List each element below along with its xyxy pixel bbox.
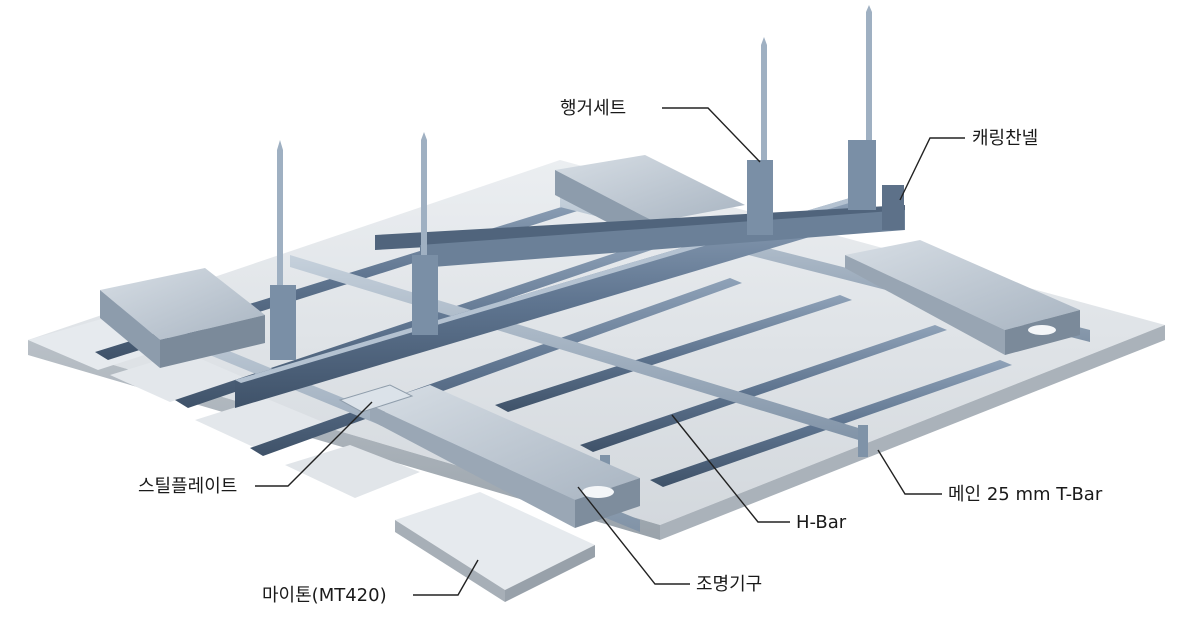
leader-lines	[255, 107, 965, 596]
leader-hanger-set	[662, 107, 761, 163]
hangers	[270, 5, 904, 360]
hanger-rod	[270, 140, 296, 360]
leader-main-tbar	[877, 449, 942, 495]
light-fixture-top	[555, 155, 745, 222]
label-light-fixture: 조명기구	[696, 574, 762, 595]
leader-carrying-channel	[899, 137, 965, 201]
label-carrying-channel: 캐링찬넬	[972, 128, 1038, 149]
light-fixture-top	[845, 240, 1080, 330]
light-fixture-lamp	[1028, 325, 1056, 335]
carrying-channel	[235, 195, 860, 408]
light-fixture-side	[100, 290, 160, 368]
callout-labels: 행거세트 캐링찬넬 스틸플레이트 메인 25 mm T-Bar H-Bar 마이…	[138, 98, 1103, 606]
label-h-bar: H-Bar	[796, 512, 847, 533]
hanger-rod	[848, 5, 904, 230]
board-front-edge-right	[660, 325, 1165, 540]
carrying-channel	[420, 210, 905, 268]
steel-plate	[338, 384, 414, 413]
light-fixture-side	[575, 478, 640, 528]
board-front-panel-edge	[395, 520, 505, 602]
leader-light-fixture	[577, 486, 690, 585]
leader-mytone	[413, 559, 479, 596]
light-fixture-side	[370, 405, 575, 528]
h-bar	[580, 325, 947, 452]
label-steel-plate: 스틸플레이트	[138, 476, 237, 497]
board-step-4	[285, 445, 420, 498]
hanger-rod	[412, 132, 438, 335]
tbar-hanger-tab	[858, 425, 868, 457]
light-fixture-side	[845, 255, 1005, 355]
light-fixtures	[100, 155, 1080, 528]
label-mytone: 마이톤(MT420)	[262, 585, 387, 606]
board-step-2	[110, 352, 245, 402]
board-front-panel	[395, 492, 595, 590]
h-bar	[495, 295, 852, 412]
light-fixture-top	[100, 268, 265, 340]
leader-steel-plate	[255, 401, 373, 487]
label-hanger-set: 행거세트	[560, 98, 626, 119]
leader-h-bar	[671, 414, 790, 523]
hanger-rod	[747, 37, 773, 235]
light-fixture-side	[160, 315, 265, 368]
light-fixture-top	[370, 385, 640, 500]
light-fixture-lamp	[582, 486, 614, 498]
label-main-tbar: 메인 25 mm T-Bar	[948, 484, 1103, 505]
board-front-panel-edge2	[505, 545, 595, 602]
